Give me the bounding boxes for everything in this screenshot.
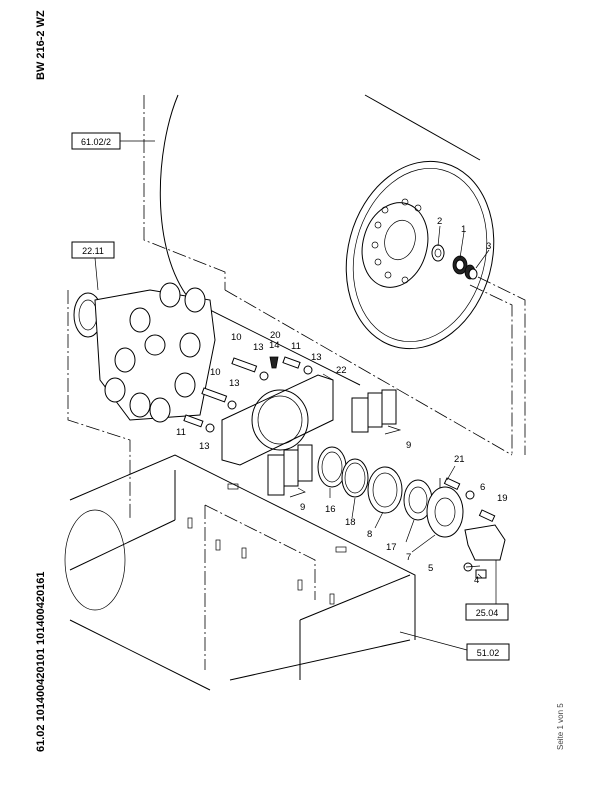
callout-6: 6 [480,482,485,493]
callout-14: 14 [269,340,280,351]
callout-20: 20 [270,330,281,341]
rubber-blocks [267,389,397,496]
ref-label: 61.02/2 [81,137,111,147]
ref-box-22-11[interactable]: 22.11 [71,241,115,259]
callout-8: 8 [367,529,372,540]
leader-lines [94,140,497,651]
mounting-plate [221,374,334,466]
callout-9-lower: 9 [300,502,305,513]
seal-rings [317,446,464,538]
callout-7: 7 [406,552,411,563]
callout-19: 19 [497,493,508,504]
callout-10-upper: 10 [231,332,242,343]
ref-label: 25.04 [476,608,499,618]
hub-parts [431,244,526,455]
callout-3: 3 [486,241,491,252]
ref-box-61-02-2[interactable]: 61.02/2 [71,132,121,150]
callout-22: 22 [336,365,347,376]
callout-18: 18 [345,517,356,528]
callout-17: 17 [386,542,397,553]
ref-label: 51.02 [477,648,500,658]
callout-13-d: 13 [199,441,210,452]
ref-box-51-02[interactable]: 51.02 [466,643,510,661]
callout-9-upper: 9 [406,440,411,451]
assembly-centerlines [67,95,513,670]
callout-11-lower: 11 [176,427,186,438]
callout-16: 16 [325,504,336,515]
callout-13-b: 13 [311,352,322,363]
callout-10-lower: 10 [210,367,221,378]
drum-assembly [159,94,495,386]
callout-1: 1 [461,224,466,235]
fasteners [183,356,313,433]
ref-box-25-04[interactable]: 25.04 [465,603,509,621]
frame [64,454,416,691]
callout-11-upper: 11 [291,341,301,352]
sensor-assembly [443,477,506,579]
callouts: 1 2 3 4 5 6 7 8 9 9 10 10 11 11 13 13 13… [176,216,508,586]
ref-label: 22.11 [82,246,104,256]
callout-5: 5 [428,563,433,574]
callout-13-c: 13 [229,378,240,389]
callout-21: 21 [454,454,465,465]
callout-13-a: 13 [253,342,264,353]
callout-2: 2 [437,216,442,227]
callout-4: 4 [474,575,479,586]
motor-assembly [73,282,216,423]
